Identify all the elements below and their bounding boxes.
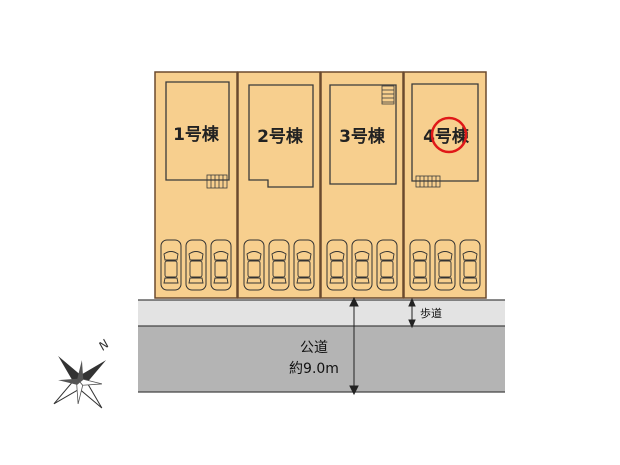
parking-car-icon [409,239,431,291]
parking-car-icon [351,239,373,291]
road-width-dimension [349,296,359,396]
road-name: 公道 [300,340,328,356]
parking-spaces [160,239,481,291]
road-label-backdrop [282,334,350,378]
road-width: 約9.0m [289,361,339,377]
highlight-circle [430,116,468,154]
lot-4-label: 4号棟 [423,126,470,147]
lot-1-building [165,81,230,181]
lot-2-building [248,84,314,188]
lot-1-label: 1号棟 [173,124,220,145]
lot-4-building [411,83,479,182]
parking-car-icon [210,239,232,291]
lot-1-stairs [206,174,228,189]
compass-icon [53,355,107,409]
sidewalk-label: 歩道 [420,306,442,320]
parking-car-icon [459,239,481,291]
parking-car-icon [376,239,398,291]
parking-car-icon [185,239,207,291]
parking-car-icon [268,239,290,291]
lot-3-stairs [381,85,395,105]
parking-car-icon [326,239,348,291]
lot-3-building [329,84,397,185]
lot-2-label: 2号棟 [257,126,304,147]
parking-car-icon [160,239,182,291]
parking-car-icon [243,239,265,291]
lot-4-stairs [415,175,441,188]
parking-car-icon [434,239,456,291]
sidewalk [138,300,505,326]
lot-3-label: 3号棟 [339,126,386,147]
parking-car-icon [293,239,315,291]
compass-north-label: N [96,337,112,354]
sidewalk-width-dimension [408,297,416,329]
